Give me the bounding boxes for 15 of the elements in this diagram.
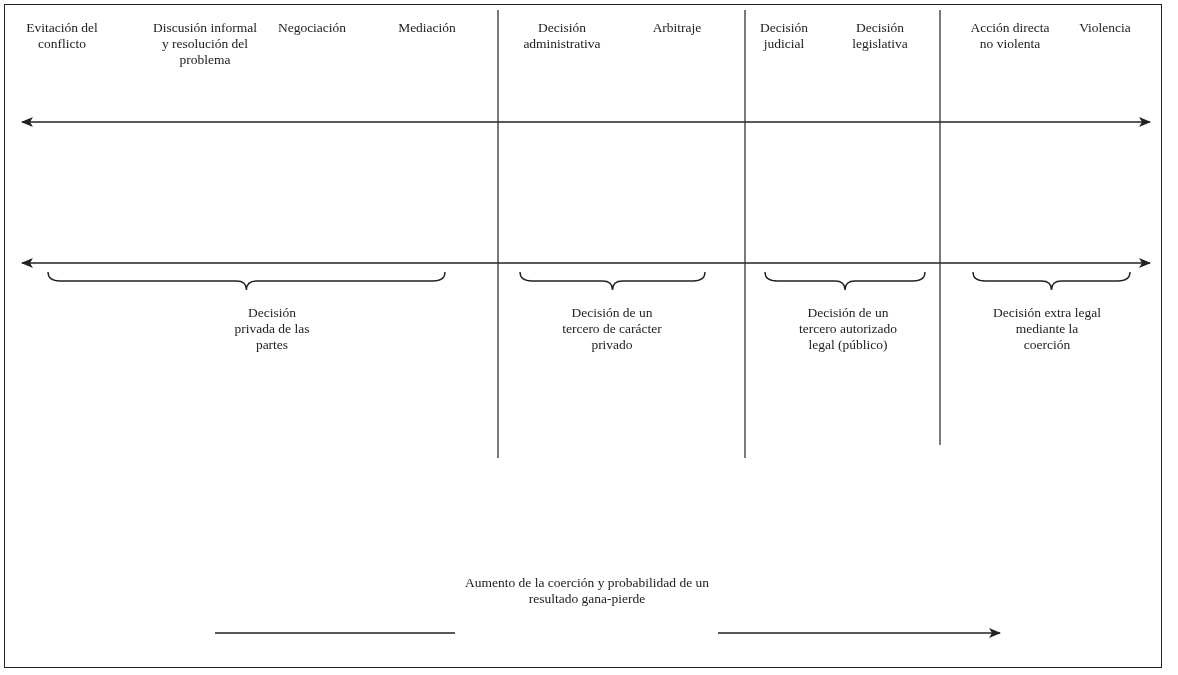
axis-caption: Aumento de la coerción y probabilidad de un resultado gana-pierde: [463, 575, 711, 607]
category-label: Decisión legislativa: [851, 20, 909, 52]
category-label: Evitación del conflicto: [25, 20, 99, 52]
group-label: Decisión privada de las partes: [233, 305, 311, 353]
category-label: Negociación: [276, 20, 348, 36]
group-label: Decisión de un tercero de carácter privado: [561, 305, 663, 353]
category-label: Violencia: [1078, 20, 1132, 36]
group-label: Decisión de un tercero autorizado legal (público): [798, 305, 898, 353]
category-label: Acción directa no violenta: [969, 20, 1051, 52]
category-label: Decisión judicial: [759, 20, 809, 52]
category-label: Decisión administrativa: [522, 20, 602, 52]
category-label: Discusión informal y resolución del problema: [152, 20, 258, 68]
category-label: Arbitraje: [651, 20, 703, 36]
category-label: Mediación: [397, 20, 457, 36]
group-label: Decisión extra legal mediante la coerción: [992, 305, 1102, 353]
